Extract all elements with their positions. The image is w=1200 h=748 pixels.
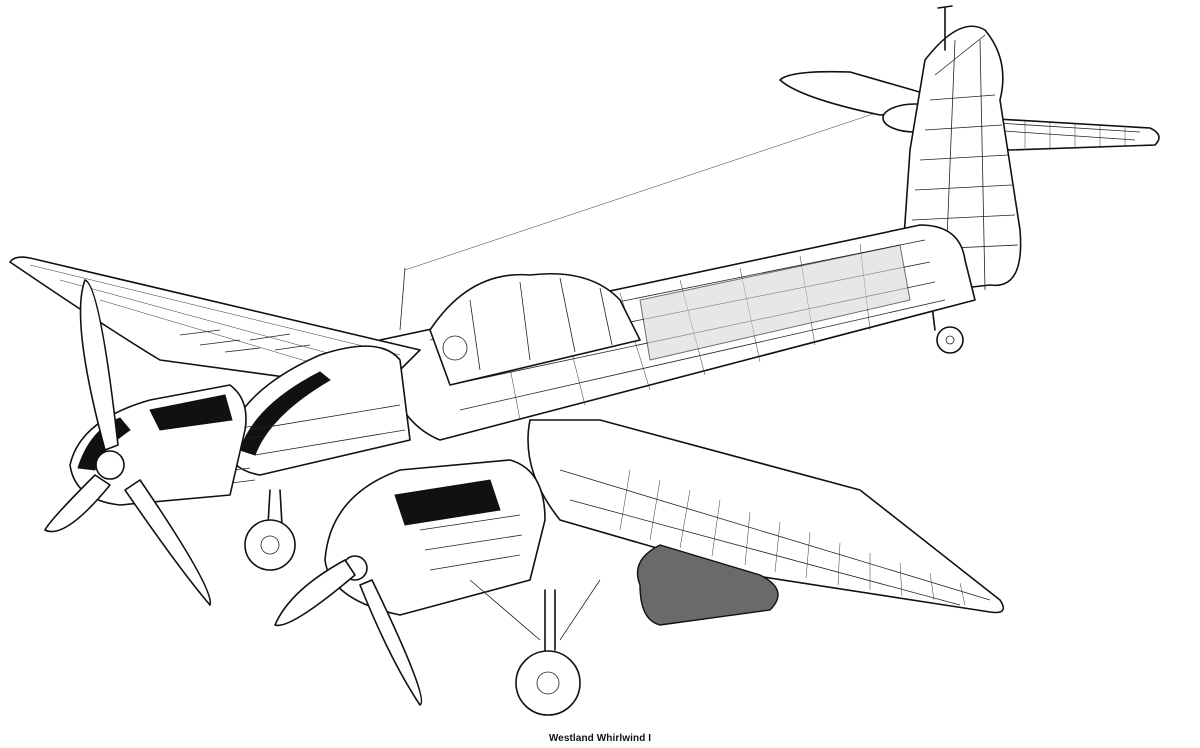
drop-tank [636,544,779,626]
starboard-propeller [274,559,423,706]
aerial-wire [404,104,901,271]
starboard-engine-nacelle [324,459,546,616]
port-propeller [44,279,212,606]
main-landing-gear [244,489,601,716]
figure-caption: Westland Whirlwind I [548,733,652,744]
cockpit-canopy [429,272,641,386]
aerial-mast [399,267,406,331]
